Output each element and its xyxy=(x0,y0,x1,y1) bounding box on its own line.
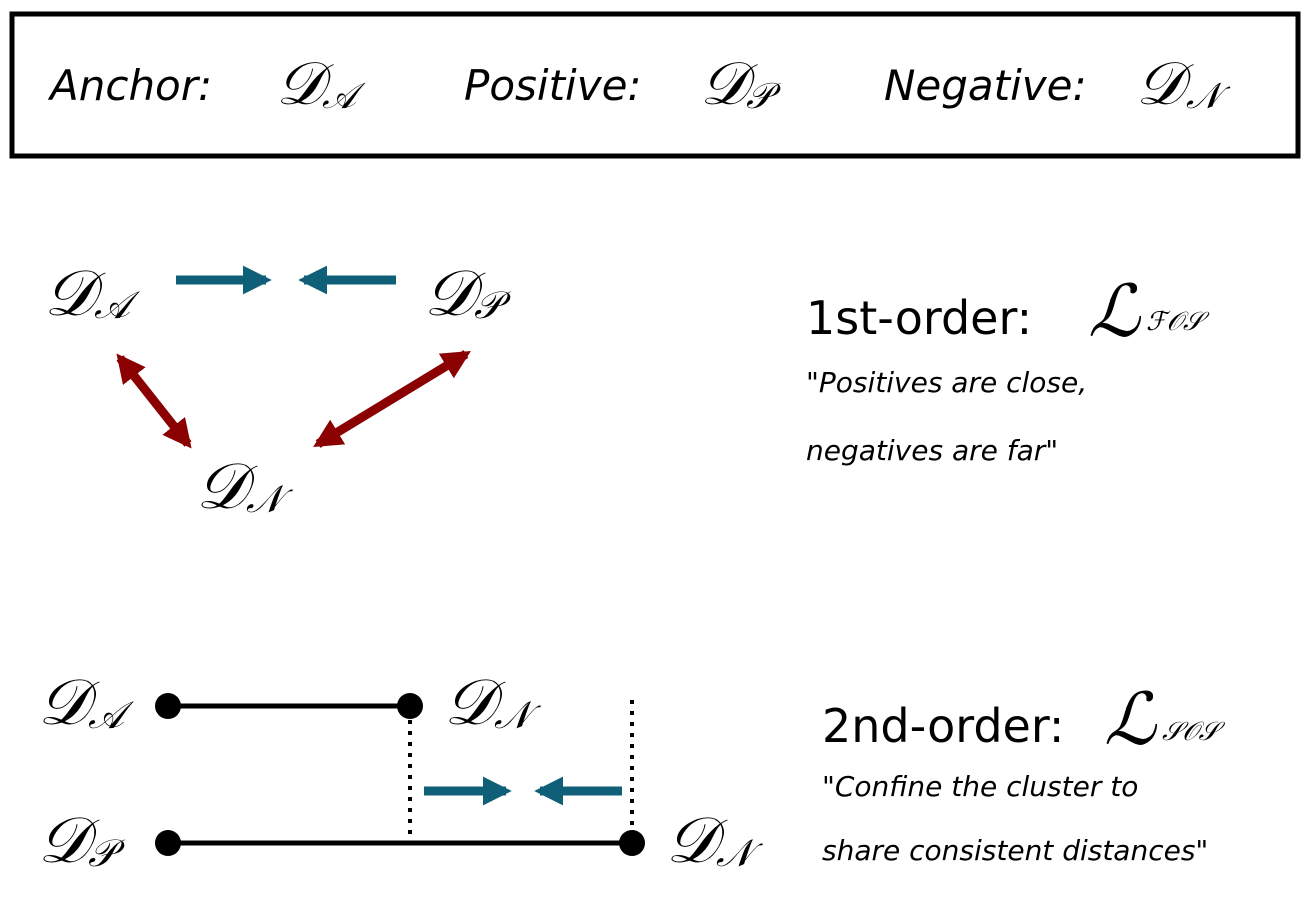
second-order-title: 2nd-order: xyxy=(822,699,1064,753)
row2-positive-sub: 𝒫 xyxy=(88,831,126,875)
row1-anchor-dot xyxy=(155,693,181,719)
row1-negative-sub: 𝒩 xyxy=(494,693,542,737)
first-order-loss-l: ℒ xyxy=(1088,269,1142,353)
legend-anchor-label: Anchor: xyxy=(47,61,212,110)
second-order-quote-line1: "Confine the cluster to xyxy=(822,770,1138,803)
first-order-quote-line2: negatives are far" xyxy=(806,434,1058,467)
first-order-quote-line1: "Positives are close, xyxy=(806,366,1087,399)
node-anchor-sub: 𝒜 xyxy=(94,283,141,327)
first-order-title: 1st-order: xyxy=(806,291,1032,345)
second-order-loss-l: ℒ xyxy=(1104,677,1158,761)
row2-positive-dot xyxy=(155,830,181,856)
second-order-quote-line2: share consistent distances" xyxy=(822,834,1208,867)
legend-positive-label: Positive: xyxy=(464,61,642,110)
repel-arrow-anchor-negative xyxy=(116,353,192,449)
row2-negative-sub: 𝒩 xyxy=(716,831,764,875)
node-positive-sub: 𝒫 xyxy=(474,283,512,327)
repel-arrow-positive-negative xyxy=(313,350,471,448)
row1-negative-dot xyxy=(397,693,423,719)
legend-box xyxy=(9,11,1301,159)
legend-anchor-sub: 𝒜 xyxy=(322,76,366,117)
first-order-graph: 𝒟 𝒜 𝒟 𝒫 𝒟 𝒩 xyxy=(44,257,512,524)
first-order-loss-sub: ℱ𝒪𝒮 xyxy=(1146,307,1210,337)
row2-negative-dot xyxy=(619,830,645,856)
legend-negative-label: Negative: xyxy=(884,61,1087,110)
row1-anchor-sub: 𝒜 xyxy=(88,693,135,737)
second-order-loss-sub: 𝒮𝒪𝒮 xyxy=(1162,717,1226,747)
legend-positive-sub: 𝒫 xyxy=(746,76,782,117)
second-order-graph: 𝒟 𝒜 𝒟 𝒩 𝒟 𝒫 𝒟 𝒩 xyxy=(38,666,764,878)
node-negative-sub: 𝒩 xyxy=(246,477,294,521)
legend-negative-sub: 𝒩 xyxy=(1186,76,1231,117)
